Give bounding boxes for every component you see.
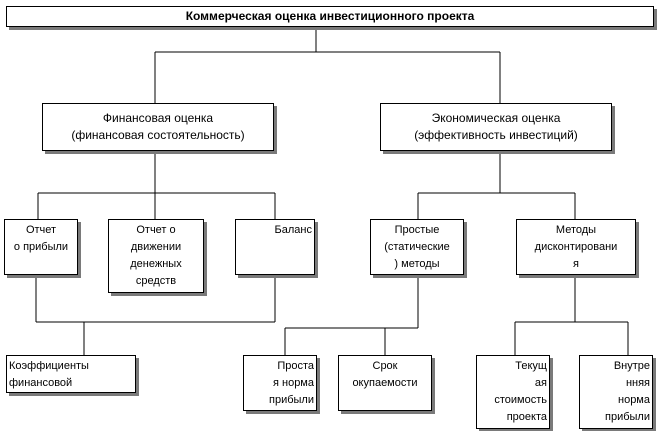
node-profit-report: Отчет о прибыли — [4, 219, 78, 275]
node-financial-evaluation: Финансовая оценка (финансовая состоятель… — [42, 103, 274, 151]
node-commercial-evaluation: Коммерческая оценка инвестиционного прое… — [6, 6, 654, 27]
node-economic-evaluation: Экономическая оценка (эффективность инве… — [380, 103, 612, 151]
node-cashflow-report: Отчет о движении денежных средств — [108, 219, 204, 293]
node-payback-period: Срок окупаемости — [338, 355, 432, 411]
node-internal-rate: Внутре нняя норма прибыли — [579, 355, 653, 429]
node-discount-methods: Методы дисконтировани я — [516, 219, 636, 275]
node-simple-methods: Простые (статические ) методы — [370, 219, 464, 275]
node-financial-coefficients: Коэффициенты финансовой — [6, 355, 136, 393]
node-present-value: Текущ ая стоимость проекта — [476, 355, 550, 429]
node-simple-profit-rate: Проста я норма прибыли — [243, 355, 317, 411]
node-balance: Баланс — [235, 219, 315, 275]
